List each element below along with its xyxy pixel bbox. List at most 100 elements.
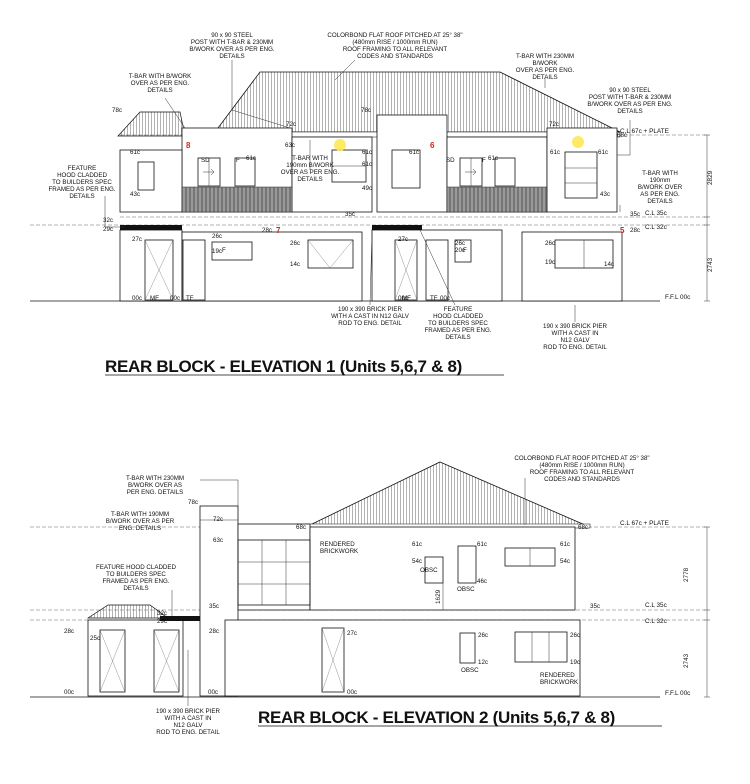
label-26c-d: 26c xyxy=(545,240,555,247)
label-e2-00c-a: 00c xyxy=(64,689,74,696)
leader-tbar-left xyxy=(164,97,186,129)
slide-arrow-6 xyxy=(465,168,477,176)
door-tf-mid xyxy=(425,239,449,301)
unit-number-6: 6 xyxy=(430,141,435,150)
label-00c-c: 00c xyxy=(398,295,408,302)
level-cl35-e1: C.L 35c xyxy=(645,210,668,217)
label-26c-a: 26c xyxy=(212,233,222,240)
label-68c: 68c xyxy=(617,132,627,139)
ground-wall-unit-8 xyxy=(119,229,183,302)
door-e2-left-2-swing xyxy=(153,629,180,693)
label-e2-26c-a: 26c xyxy=(478,632,488,639)
level-ffl-e1: F.F.L 00c xyxy=(665,294,691,301)
label-e2-68c-a: 68c xyxy=(296,524,306,531)
elevation-2: COLORBOND FLAT ROOF PITCHED AT 25° 38"(4… xyxy=(30,455,710,736)
label-19c-b: 19c xyxy=(545,259,555,266)
label-14c-a: 14c xyxy=(290,261,300,268)
label-e2-78c: 78c xyxy=(188,499,198,506)
label-32c: 32c xyxy=(103,217,113,224)
feature-hood-e2 xyxy=(160,616,200,621)
label-20c: 20c xyxy=(455,247,465,254)
label-sd-1: SD xyxy=(201,157,210,164)
porch-roof xyxy=(86,604,170,619)
label-e2-12c: 12c xyxy=(478,659,488,666)
label-e2-68c-b: 68c xyxy=(578,524,588,531)
label-sd-2: SD xyxy=(446,157,455,164)
ground-wall-unit-7 xyxy=(181,231,363,302)
label-00c-d: 00c xyxy=(440,295,450,302)
leader-hood-left xyxy=(104,196,125,228)
ground-wall-e2-main xyxy=(224,619,581,697)
highlight-marker-1 xyxy=(334,139,346,151)
label-e2-26c-b: 26c xyxy=(570,632,580,639)
left-upper-wall xyxy=(119,149,183,213)
door-e2-left-2 xyxy=(153,629,180,693)
window-unit-5-upper xyxy=(564,151,598,199)
label-61c-b: 61c xyxy=(246,155,256,162)
label-e2-54c-b: 54c xyxy=(560,558,570,565)
label-mf-2: MF xyxy=(402,295,411,302)
label-e2-obsc-2: OBSC xyxy=(457,586,475,593)
label-e2-25c: 25c xyxy=(90,635,100,642)
label-26c-c: 26c xyxy=(455,240,465,247)
window-unit-7-open xyxy=(307,239,354,269)
dim-upper-e2: 2778 xyxy=(683,567,690,582)
label-61c-e: 61c xyxy=(488,155,498,162)
label-mf-1: MF xyxy=(150,295,159,302)
label-61c-c: 61c xyxy=(362,149,372,156)
feature-hood-left xyxy=(120,225,182,230)
dim-upper-e1: 2829 xyxy=(707,170,714,185)
upper-wall-unit-6 xyxy=(376,114,448,213)
unit-number-5: 5 xyxy=(620,226,625,235)
label-27c-a: 27c xyxy=(132,236,142,243)
label-e2-35c-a: 35c xyxy=(209,603,219,610)
level-ffl-e2: F.F.L 00c xyxy=(665,690,691,697)
label-72c-a: 72c xyxy=(286,121,296,128)
door-e2-main xyxy=(321,627,345,693)
leader-hood-mid xyxy=(419,229,456,306)
window-unit-7-small xyxy=(211,241,253,261)
label-f-4: F xyxy=(463,247,467,254)
feature-hood-mid xyxy=(372,225,422,230)
highlight-marker-2 xyxy=(572,136,584,148)
label-e2-32c: 32c xyxy=(157,610,167,617)
label-28c-a: 28c xyxy=(262,227,272,234)
label-00c-a: 00c xyxy=(132,295,142,302)
label-e2-46c: 46c xyxy=(477,578,487,585)
label-35c-a: 35c xyxy=(345,211,355,218)
label-61c-h: 61c xyxy=(362,161,372,168)
leader-tbar-230 xyxy=(200,479,239,506)
left-hip-roof xyxy=(117,111,186,137)
entry-door-8 xyxy=(144,239,174,301)
entry-door-8-swing xyxy=(144,239,174,301)
slide-arrow-8 xyxy=(203,168,215,176)
label-e2-72c: 72c xyxy=(213,516,223,523)
label-78c-a: 78c xyxy=(112,107,122,114)
obsc-window-upper-2 xyxy=(457,545,477,584)
window-unit-6-small xyxy=(454,239,472,263)
leader-steel-right xyxy=(617,120,631,156)
label-e2-obsc-1: OBSC xyxy=(420,567,438,574)
label-e2-19c: 19c xyxy=(570,659,580,666)
door-tf-left xyxy=(182,239,206,301)
upper-wall-e2-left xyxy=(237,523,311,611)
entry-door-6-swing xyxy=(394,239,418,301)
label-27c-b: 27c xyxy=(398,236,408,243)
ground-wall-e2-left xyxy=(87,619,184,697)
balustrade-battens-8 xyxy=(182,187,292,212)
balustrade-battens-6 xyxy=(447,187,547,212)
level-cl35-e2: C.L 35c xyxy=(645,602,668,609)
label-tf-1: TF xyxy=(186,295,194,302)
level-cl32-e1: C.L 32c xyxy=(645,224,668,231)
entry-door-6 xyxy=(394,239,418,301)
label-e2-29c: 29c xyxy=(157,618,167,625)
